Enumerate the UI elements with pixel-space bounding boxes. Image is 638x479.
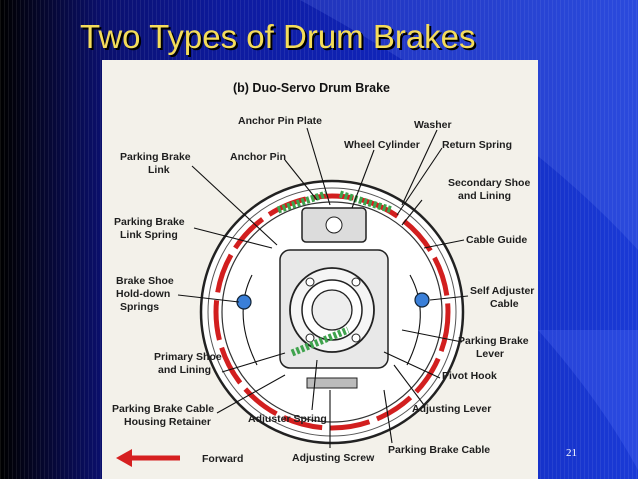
figure-title: (b) Duo-Servo Drum Brake	[233, 81, 390, 95]
label-parking-brake-lever-2: Lever	[476, 348, 504, 360]
label-secondary-shoe-2: and Lining	[458, 190, 511, 202]
adjuster-spring	[290, 326, 350, 357]
label-cable-housing-2: Housing Retainer	[124, 416, 211, 428]
label-parking-brake-link-1: Parking Brake	[120, 151, 191, 163]
slide-number: 21	[566, 447, 577, 459]
label-parking-brake-lever-1: Parking Brake	[458, 335, 529, 347]
label-cable-housing-1: Parking Brake Cable	[112, 403, 214, 415]
label-hold-down-2: Hold-down	[116, 288, 170, 300]
label-parking-brake-link-spring-2: Link Spring	[120, 229, 178, 241]
label-wheel-cylinder: Wheel Cylinder	[344, 139, 420, 151]
brake-figure: (b) Duo-Servo Drum Brake	[102, 60, 538, 479]
label-return-spring: Return Spring	[442, 139, 512, 151]
label-cable-guide: Cable Guide	[466, 234, 527, 246]
label-adjuster-spring: Adjuster Spring	[248, 413, 327, 425]
label-adjusting-screw: Adjusting Screw	[292, 452, 375, 464]
label-washer: Washer	[414, 119, 452, 131]
label-anchor-pin-plate: Anchor Pin Plate	[238, 115, 322, 127]
label-primary-shoe-2: and Lining	[158, 364, 211, 376]
label-pivot-hook: Pivot Hook	[442, 370, 497, 382]
leader-lines	[177, 127, 469, 448]
brake-diagram: (b) Duo-Servo Drum Brake	[112, 81, 534, 467]
label-self-adjuster-1: Self Adjuster	[470, 285, 534, 297]
label-parking-brake-cable: Parking Brake Cable	[388, 444, 490, 456]
label-hold-down-3: Springs	[120, 301, 159, 313]
label-parking-brake-link-spring-1: Parking Brake	[114, 216, 185, 228]
drum-lining-ring	[213, 193, 451, 431]
label-primary-shoe-1: Primary Shoe	[154, 351, 222, 363]
label-forward: Forward	[202, 453, 243, 465]
return-spring-left	[276, 190, 328, 214]
return-spring-right	[338, 190, 394, 214]
label-anchor-pin: Anchor Pin	[230, 151, 286, 163]
primary-shoe	[242, 274, 258, 366]
slide-title: Two Types of Drum Brakes	[80, 18, 476, 55]
hold-down-pin-right	[414, 292, 430, 308]
label-hold-down-1: Brake Shoe	[116, 275, 174, 287]
hold-down-pin-left	[236, 294, 252, 310]
secondary-shoe	[406, 274, 421, 366]
label-self-adjuster-2: Cable	[490, 298, 519, 310]
label-parking-brake-link-2: Link	[148, 164, 170, 176]
label-adjusting-lever: Adjusting Lever	[412, 403, 491, 415]
label-secondary-shoe-1: Secondary Shoe	[448, 177, 530, 189]
forward-arrow-icon	[116, 449, 132, 467]
adjusting-screw	[306, 377, 358, 389]
